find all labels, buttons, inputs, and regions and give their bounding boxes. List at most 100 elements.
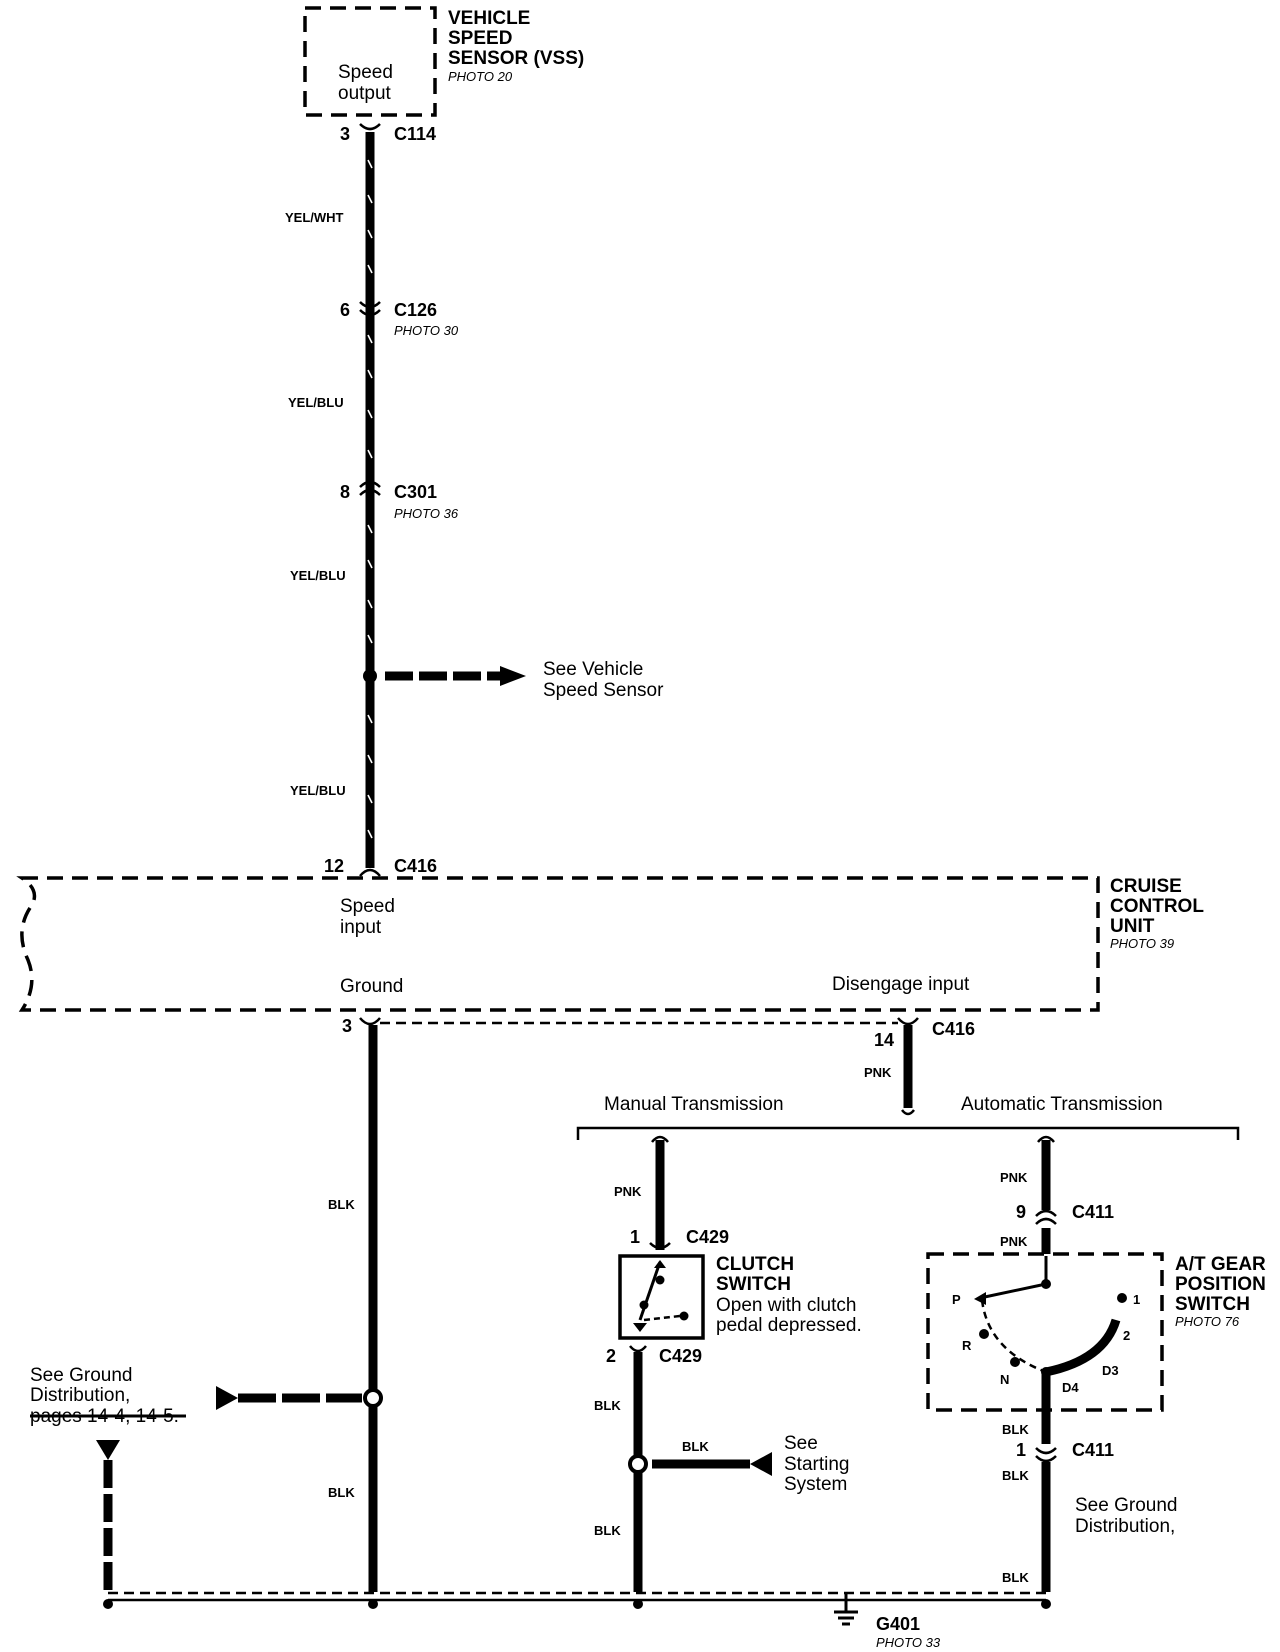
- wire-label-pnk-at-2: PNK: [1000, 1234, 1028, 1249]
- see-starting-1: See: [784, 1433, 818, 1454]
- at-pos-r-dot: [979, 1329, 989, 1339]
- c301-pin: 8: [340, 482, 350, 502]
- vss-title-1: VEHICLE: [448, 8, 530, 29]
- wire-label-pnk-at-1: PNK: [1000, 1170, 1028, 1185]
- g401-label: G401: [876, 1614, 920, 1634]
- c416-bottom-connector-symbol: [897, 1017, 919, 1026]
- ground-symbol-icon: [834, 1592, 858, 1626]
- ground-node-1: [103, 1599, 113, 1609]
- vss-title-2: SPEED: [448, 28, 512, 49]
- ground-pin-connector-symbol: [359, 1017, 381, 1026]
- at-switch-active-arc: [1045, 1318, 1121, 1377]
- clutch-contact-3: [679, 1311, 689, 1321]
- arrow-left-icon: [216, 1386, 238, 1410]
- wire-label-yel-blu-3: YEL/BLU: [290, 783, 346, 798]
- wire-label-blk-at-3: BLK: [1002, 1570, 1029, 1585]
- ccu-component-box: [16, 876, 1100, 1012]
- c411-bottom-connector-symbol: [1035, 1447, 1057, 1463]
- c411-bottom-pin: 1: [1016, 1440, 1026, 1460]
- at-pos-n: N: [1000, 1372, 1009, 1387]
- ccu-title-3: UNIT: [1110, 916, 1155, 937]
- wire-label-yel-blu-2: YEL/BLU: [290, 568, 346, 583]
- c429-top-connector-symbol: [649, 1242, 671, 1250]
- see-ground-right-1: See Ground: [1075, 1495, 1177, 1516]
- at-switch-dashed-arc: [980, 1299, 1047, 1374]
- at-pos-n-dot: [1010, 1357, 1020, 1367]
- clutch-switch-arm: [638, 1261, 662, 1321]
- clutch-contact-2: [639, 1300, 649, 1310]
- manual-transmission-label: Manual Transmission: [604, 1094, 784, 1115]
- wire-label-blk-clutch-1: BLK: [594, 1398, 621, 1413]
- ground-node-3: [633, 1599, 643, 1609]
- c429-bottom-connector-symbol: [629, 1345, 647, 1353]
- at-pos-2: 2: [1123, 1328, 1130, 1343]
- c416-top-label: C416: [394, 856, 437, 876]
- c416-top-connector-symbol: [359, 868, 381, 877]
- wire-label-blk-at-2: BLK: [1002, 1468, 1029, 1483]
- wire-label-yel-blu-1: YEL/BLU: [288, 395, 344, 410]
- c429-top-pin: 1: [630, 1227, 640, 1247]
- ccu-speed-input-2: input: [340, 917, 382, 938]
- see-ground-left-2: Distribution,: [30, 1385, 130, 1406]
- c301-photo-ref: PHOTO 36: [394, 506, 459, 521]
- ground-node-2: [368, 1599, 378, 1609]
- c114-label: C114: [394, 124, 436, 144]
- transmission-bracket: [576, 1126, 1240, 1140]
- c429-bottom-label: C429: [659, 1346, 702, 1366]
- wire-label-blk-clutch-2: BLK: [594, 1523, 621, 1538]
- c429-top-label: C429: [686, 1227, 729, 1247]
- wire-label-yel-wht: YEL/WHT: [285, 210, 344, 225]
- manual-top-connector-symbol: [651, 1135, 669, 1143]
- ccu-ground-label: Ground: [340, 976, 403, 997]
- pnk-junction-symbol: [901, 1109, 915, 1116]
- at-switch-arm: [979, 1282, 1047, 1300]
- at-pos-d3: D3: [1102, 1363, 1119, 1378]
- ground-pin-number: 3: [342, 1016, 352, 1036]
- clutch-contact-1: [655, 1275, 665, 1285]
- ccu-speed-input-1: Speed: [340, 896, 395, 917]
- arrow-up-icon: [654, 1260, 666, 1268]
- arrow-right-icon: [500, 666, 526, 686]
- see-vss-line-1: See Vehicle: [543, 659, 643, 680]
- ccu-title-2: CONTROL: [1110, 896, 1204, 917]
- arrow-left-icon: [974, 1292, 986, 1305]
- g401-photo-ref: PHOTO 33: [876, 1635, 941, 1650]
- splice-starting: [628, 1454, 648, 1474]
- wire-label-pnk-manual: PNK: [614, 1184, 642, 1199]
- wire-label-blk-at-1: BLK: [1002, 1422, 1029, 1437]
- c416-bottom-label: C416: [932, 1019, 975, 1039]
- c429-bottom-pin: 2: [606, 1346, 616, 1366]
- at-switch-title-2: POSITION: [1175, 1274, 1266, 1295]
- at-switch-title-3: SWITCH: [1175, 1294, 1250, 1315]
- c411-bottom-label: C411: [1072, 1440, 1114, 1460]
- c416-bottom-pin: 14: [874, 1030, 894, 1050]
- vss-inner-label-1: Speed: [338, 62, 393, 83]
- automatic-transmission-label: Automatic Transmission: [961, 1094, 1163, 1115]
- at-pos-p: P: [952, 1292, 961, 1307]
- vss-photo-ref: PHOTO 20: [448, 69, 513, 84]
- clutch-note-2: pedal depressed.: [716, 1315, 862, 1336]
- at-pos-r: R: [962, 1338, 972, 1353]
- wire-label-blk-starting: BLK: [682, 1439, 709, 1454]
- see-starting-2: Starting: [784, 1454, 849, 1475]
- clutch-title-1: CLUTCH: [716, 1254, 794, 1275]
- clutch-title-2: SWITCH: [716, 1274, 791, 1295]
- clutch-note-1: Open with clutch: [716, 1295, 856, 1316]
- wire-label-blk-ground-1: BLK: [328, 1197, 355, 1212]
- c126-photo-ref: PHOTO 30: [394, 323, 459, 338]
- c114-pin: 3: [340, 124, 350, 144]
- at-switch-photo-ref: PHOTO 76: [1175, 1314, 1240, 1329]
- vss-title-3: SENSOR (VSS): [448, 48, 584, 69]
- wire-label-blk-ground-2: BLK: [328, 1485, 355, 1500]
- ccu-disengage-label: Disengage input: [832, 974, 970, 995]
- shield-ticks: [367, 159, 373, 839]
- at-pos-1-dot: [1117, 1293, 1127, 1303]
- clutch-switch-box: [618, 1254, 705, 1340]
- at-pos-d4: D4: [1062, 1380, 1079, 1395]
- see-ground-right-2: Distribution,: [1075, 1516, 1175, 1537]
- at-pos-1: 1: [1133, 1292, 1140, 1307]
- arrow-left-icon: [750, 1452, 772, 1476]
- c411-top-label: C411: [1072, 1202, 1114, 1222]
- arrow-down-icon: [633, 1323, 647, 1332]
- c301-label: C301: [394, 482, 437, 502]
